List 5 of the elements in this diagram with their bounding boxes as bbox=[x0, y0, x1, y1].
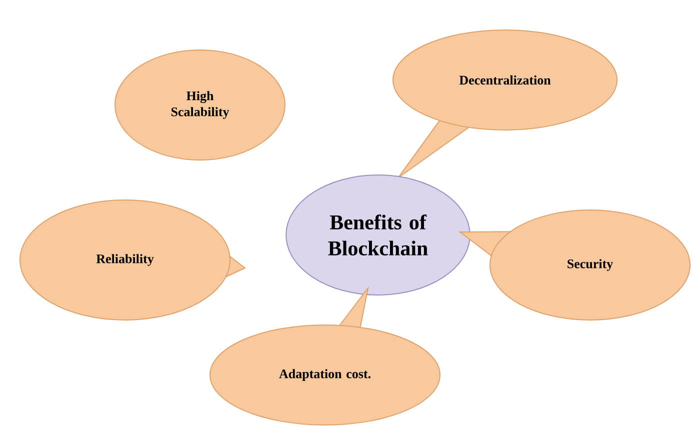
speech-bubble: Decentralization bbox=[392, 30, 618, 180]
speech-bubble: Reliability bbox=[20, 200, 246, 320]
speech-bubble: Security bbox=[458, 210, 690, 320]
speech-bubble: High Scalability bbox=[114, 50, 286, 160]
speech-bubble: Adaptation cost. bbox=[210, 286, 440, 426]
